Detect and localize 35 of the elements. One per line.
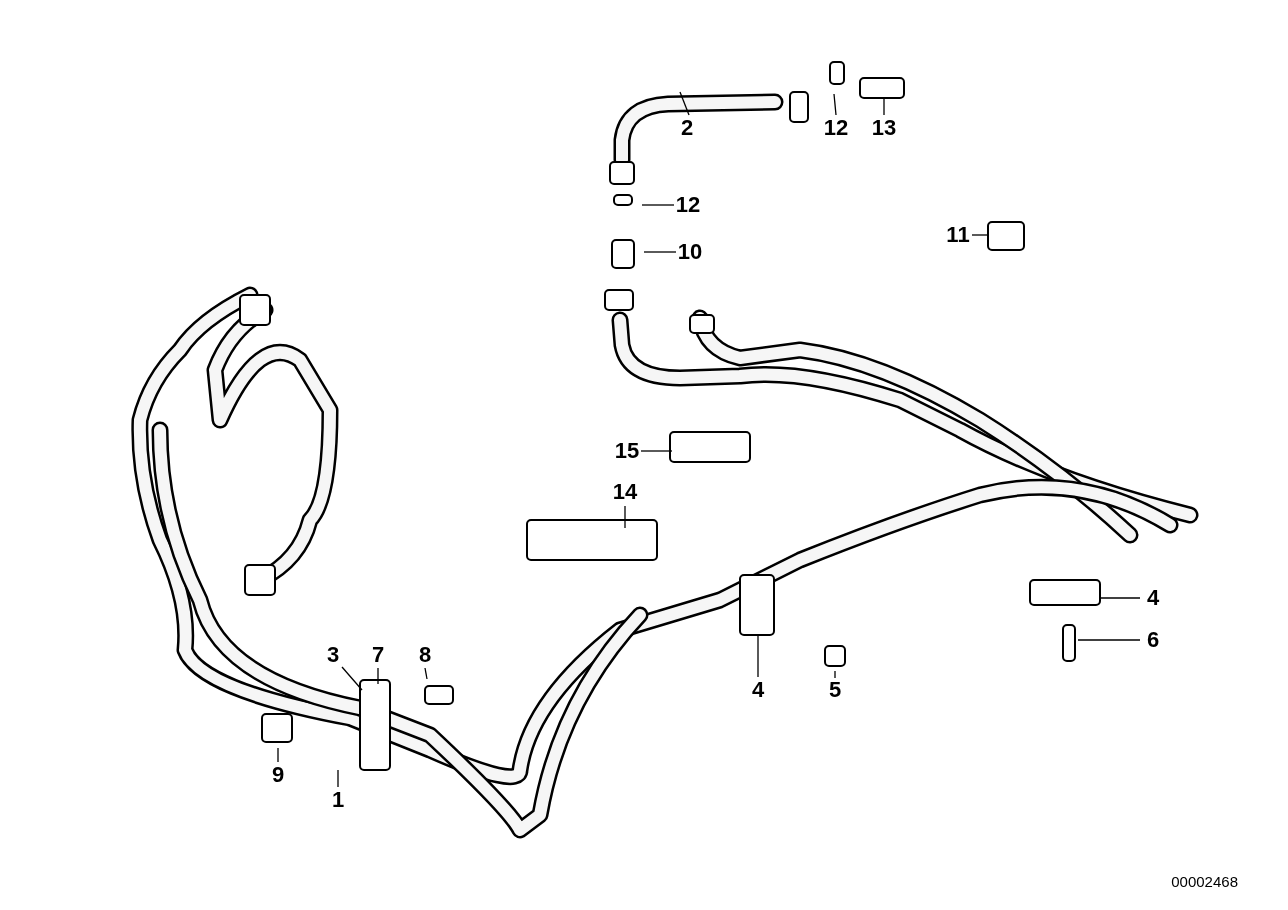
leader-line (424, 667, 428, 680)
leader-line (883, 97, 885, 116)
leader-line (377, 667, 379, 685)
callout-number: 11 (940, 223, 976, 247)
callout-number: 10 (672, 240, 708, 264)
callout-number: 15 (609, 439, 645, 463)
leader-line (640, 450, 673, 452)
callout-number: 12 (670, 193, 706, 217)
part-number: 00002468 (1171, 873, 1238, 890)
leader-line (833, 93, 837, 116)
callout-number: 2 (669, 116, 705, 140)
leader-line (643, 251, 677, 253)
callout-number: 7 (360, 643, 396, 667)
callout-number: 3 (315, 643, 351, 667)
leader-line (337, 769, 339, 788)
callout-number: 8 (407, 643, 443, 667)
callout-number: 9 (260, 763, 296, 787)
callout-number: 4 (1135, 586, 1171, 610)
leader-line (641, 204, 675, 206)
callout-number: 14 (607, 480, 643, 504)
callout-number: 5 (817, 678, 853, 702)
callout-number: 1 (320, 788, 356, 812)
leader-line (1077, 639, 1141, 641)
leader-line (624, 505, 626, 529)
leader-line (341, 666, 363, 691)
leader-line (757, 634, 759, 678)
leader-line (277, 747, 279, 763)
leader-line (834, 670, 836, 679)
callout-number: 4 (740, 678, 776, 702)
leader-line (971, 234, 989, 236)
leader-line (679, 91, 690, 116)
callout-number: 12 (818, 116, 854, 140)
callout-number: 13 (866, 116, 902, 140)
callout-number: 6 (1135, 628, 1171, 652)
leader-line (1099, 597, 1141, 599)
